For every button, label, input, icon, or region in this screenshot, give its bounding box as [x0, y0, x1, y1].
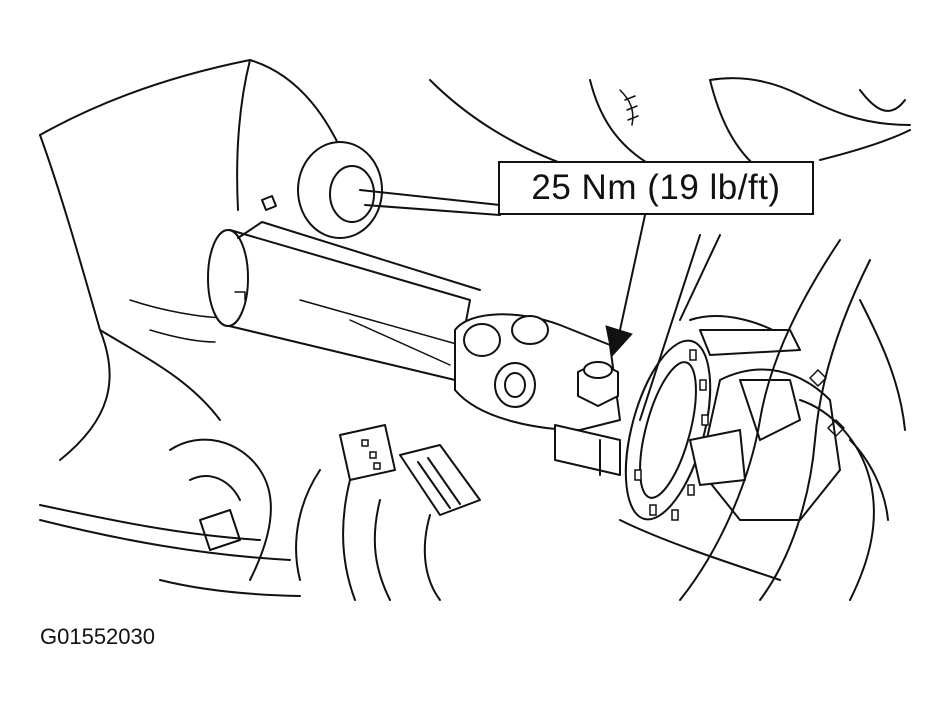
dashboard-panel: [39, 59, 351, 561]
figure-code: G01552030: [40, 624, 155, 649]
universal-joint: [454, 313, 621, 476]
pinch-bolt: [577, 361, 619, 407]
sensor-ring: [624, 339, 712, 521]
upper-right-structure: [429, 77, 911, 171]
callout-arrow: [605, 214, 646, 358]
torque-callout-box: 25 Nm (19 lb/ft): [498, 161, 814, 215]
torque-callout-label: 25 Nm (19 lb/ft): [531, 168, 781, 207]
column-grommet: [297, 141, 501, 239]
wiring-connectors: [159, 424, 481, 601]
column-housing: [619, 234, 906, 601]
